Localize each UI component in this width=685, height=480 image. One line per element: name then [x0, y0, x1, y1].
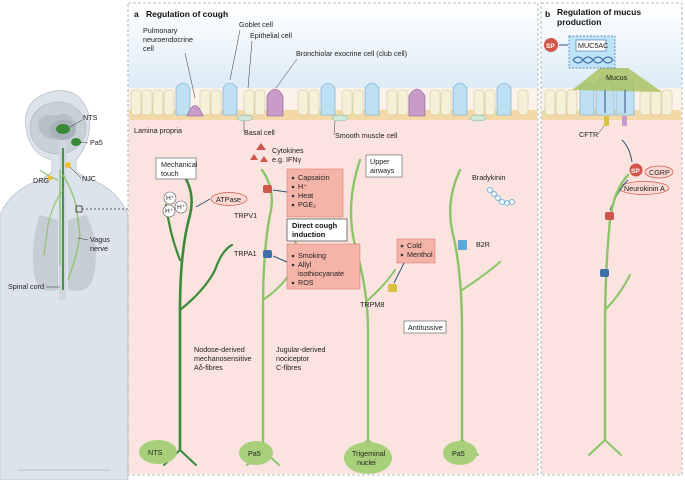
trpv1-stim-2: H⁺	[298, 182, 307, 191]
trpa1-channel	[263, 250, 272, 258]
h-ion-circles: H⁺ H⁺ H⁺	[162, 191, 188, 218]
panel-b-title-1: Regulation of mucus	[557, 7, 641, 17]
fibre1-line2: mechanosensitive	[194, 354, 252, 363]
trpm8-stim-2: Menthol	[407, 250, 433, 259]
h-ion-1: H⁺	[166, 195, 175, 202]
nucleus-pa5-2: Pa5	[452, 449, 465, 458]
mechanical-touch-1: Mechanical	[161, 160, 198, 169]
nucleus-trigeminal-2: nuclei	[357, 458, 376, 467]
panel-b-title-2: production	[557, 17, 601, 27]
h-ion-2: H⁺	[165, 208, 174, 215]
sp-mid-label: SP	[631, 168, 640, 175]
fibre2-line3: C-fibres	[276, 363, 302, 372]
atpase-label: ATPase	[216, 195, 241, 204]
bradykinin-label: Bradykinin	[472, 173, 506, 182]
direct-cough-1: Direct cough	[292, 221, 338, 230]
panel-a-title: Regulation of cough	[146, 9, 228, 19]
label-pa5-body: Pa5	[90, 138, 103, 147]
label-spinal-cord: Spinal cord	[8, 282, 44, 291]
trpa1-stim-2: Allyl	[298, 260, 312, 269]
upper-airways-1: Upper	[370, 157, 390, 166]
label-njc: NJC	[82, 174, 96, 183]
trpv1-stim-4: PGE₂	[298, 200, 316, 209]
label-vagus-1: Vagus	[90, 235, 110, 244]
trpa1-stim-1: Smoking	[298, 251, 326, 260]
b2r-receptor	[458, 240, 467, 250]
label-pnec-3: cell	[143, 44, 154, 53]
trpm8-channel	[388, 284, 397, 292]
label-nts-body: NTS	[83, 113, 98, 122]
upper-airways-2: airways	[370, 166, 395, 175]
cgrp-label: CGRP	[649, 168, 670, 177]
h-ion-3: H⁺	[177, 204, 186, 211]
body-illustration: NTS Pa5 DRG NJC Vagus nerve Spinal cord	[0, 90, 129, 480]
trpv1-stim-3: Heat	[298, 191, 313, 200]
panel-a-letter: a	[134, 9, 139, 19]
label-smooth-muscle: Smooth muscle cell	[335, 131, 398, 140]
fibre2-line1: Jugular-derived	[276, 345, 326, 354]
trpa1-stim-3: isothiocyanate	[298, 269, 344, 278]
fibre1-line1: Nodose-derived	[194, 345, 245, 354]
label-vagus-2: nerve	[90, 244, 108, 253]
bradykinin-chain	[487, 187, 515, 206]
cytokine-icons	[250, 143, 268, 162]
muc5ac-label: MUC5AC	[578, 41, 608, 50]
trpm8-label: TRPM8	[360, 300, 384, 309]
fibre2-line2: nociceptor	[276, 354, 310, 363]
panel-a: a Regulation of cough	[127, 2, 539, 476]
cftr-label: CFTR	[579, 130, 598, 139]
mucus-label: Mucus	[606, 73, 628, 82]
sp-top-label: SP	[546, 43, 555, 50]
nuclei-a: NTS Pa5 Trigeminal nuclei Pa5	[139, 440, 477, 474]
label-pnec-1: Pulmonary	[143, 26, 178, 35]
trpm8-stim-1: Cold	[407, 241, 422, 250]
sp-top-circle	[544, 38, 558, 52]
nerve-fibre-b	[588, 173, 631, 456]
cytokines-line2: e.g. IFNγ	[272, 155, 302, 164]
direct-cough-2: induction	[292, 230, 326, 239]
nucleus-pa5-1: Pa5	[248, 449, 261, 458]
label-pnec-2: neuroendocrine	[143, 35, 193, 44]
label-goblet-cell: Goblet cell	[239, 20, 273, 29]
epithelium-a	[129, 82, 537, 122]
fibre1-line3: Aδ-fibres	[194, 363, 223, 372]
trpv1-stim-1: Capsaicin	[298, 173, 330, 182]
trpa1-stim-4: ROS	[298, 278, 314, 287]
neurokinin-label: Neurokinin A	[624, 184, 665, 193]
trpv1-label: TRPV1	[234, 211, 257, 220]
panel-b-letter: b	[545, 9, 550, 19]
trpa1-channel-b	[600, 269, 609, 277]
label-drg: DRG	[33, 176, 49, 185]
b2r-label: B2R	[476, 240, 490, 249]
mechanical-touch-2: touch	[161, 169, 179, 178]
trpv1-channel-b	[605, 212, 614, 220]
antitussive-label: Antitussive	[408, 323, 443, 332]
label-epithelial-cell: Epithelial cell	[250, 31, 292, 40]
trpv1-channel	[263, 185, 272, 193]
panel-b: b Regulation of mucus production SP MUC5…	[540, 2, 683, 476]
label-club-cell: Bronchiolar exocrine cell (club cell)	[296, 49, 407, 58]
sp-mid-circle	[629, 163, 643, 177]
nucleus-nts: NTS	[148, 448, 163, 457]
nucleus-trigeminal-1: Trigeminal	[352, 449, 386, 458]
label-basal-cell: Basal cell	[244, 128, 275, 137]
cytokines-line1: Cytokines	[272, 146, 304, 155]
trpa1-label: TRPA1	[234, 249, 257, 258]
label-lamina-propria: Lamina propria	[134, 126, 182, 135]
